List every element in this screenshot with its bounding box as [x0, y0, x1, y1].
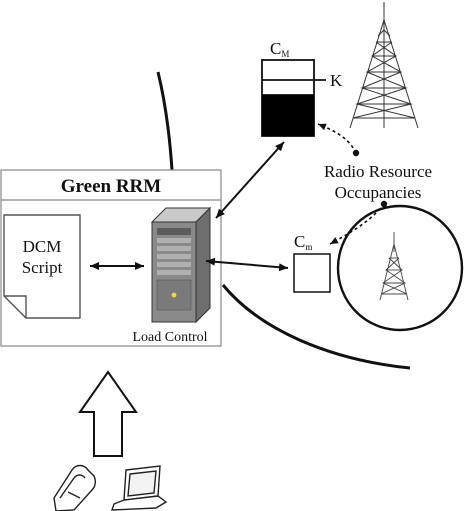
dcm-label-line2: Script [22, 258, 63, 277]
macro-buffer-label: CM [270, 39, 289, 59]
phone-icon [53, 464, 97, 511]
dcm-label-line1: DCM [23, 237, 62, 256]
micro-buffer-label: Cm [294, 232, 312, 252]
server-icon [150, 206, 212, 324]
server-label: Load Control [132, 330, 207, 345]
arrow-server-micro [205, 257, 289, 272]
macro-cell-boundary-top [156, 71, 174, 171]
annotation-pointer-micro [329, 200, 388, 245]
laptop-icon [111, 465, 168, 511]
arrow-server-macro [215, 141, 285, 219]
annotation-pointer-macro [317, 123, 360, 157]
dcm-script-document: DCM Script [3, 214, 81, 319]
macro-cell-boundary-bottom [221, 284, 411, 370]
macro-tower-icon [349, 2, 419, 129]
annotation-line1: Radio Resource [324, 162, 432, 181]
rrm-box-title: Green RRM [61, 176, 161, 197]
annotation-line2: Occupancies [335, 183, 422, 202]
up-arrow-icon [78, 370, 138, 457]
macro-threshold-label: K [330, 71, 343, 90]
micro-buffer: Cm [293, 232, 331, 293]
macro-buffer-fill [262, 94, 314, 136]
document-icon [3, 214, 81, 319]
micro-tower-icon [379, 232, 409, 301]
macro-buffer: K CM [261, 39, 343, 137]
micro-cell-boundary [336, 204, 464, 332]
